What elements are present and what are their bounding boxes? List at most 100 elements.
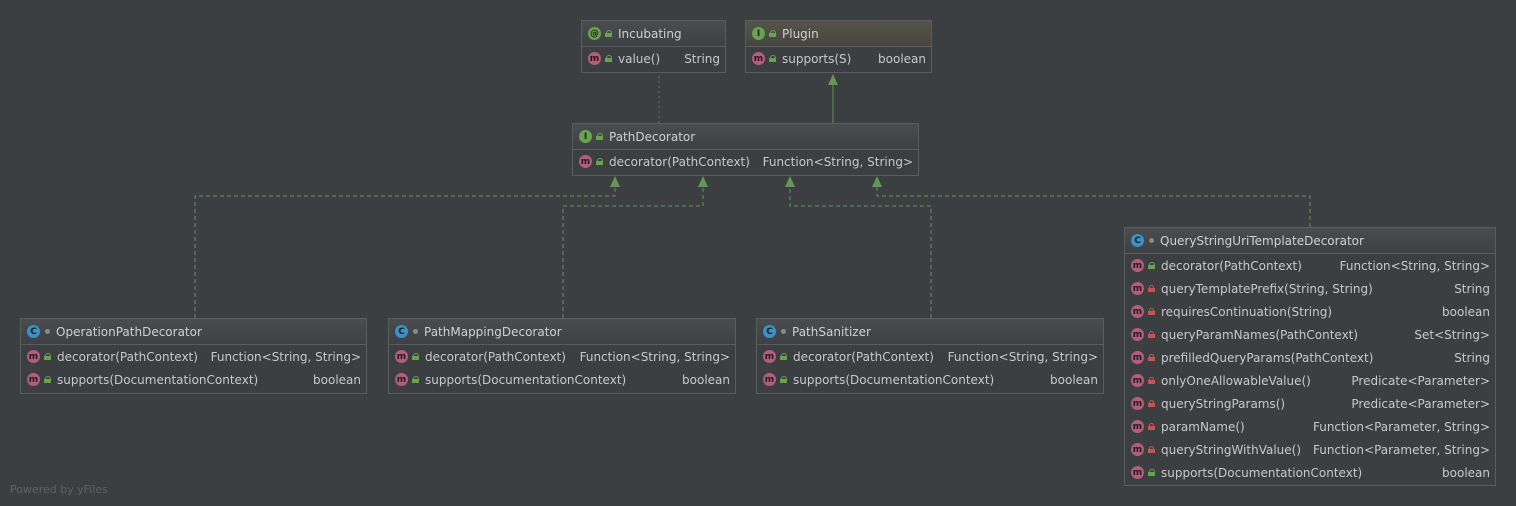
return-type: Predicate<Parameter> [1351, 396, 1490, 411]
arrowhead-plugin [828, 74, 838, 85]
package-private-icon [1149, 238, 1154, 243]
return-type: String [684, 51, 720, 66]
method-icon: m [395, 373, 408, 386]
method-signature: supports(DocumentationContext) [793, 372, 995, 387]
interface-icon: I [579, 130, 592, 143]
method-icon: m [395, 350, 408, 363]
method-icon: m [752, 52, 765, 65]
public-icon [769, 30, 776, 37]
edge-operationpathdecorator-pathdecorator [194, 186, 616, 318]
return-type: String [1454, 350, 1490, 365]
package-private-icon [413, 329, 418, 334]
private-icon [1148, 331, 1155, 338]
return-type: Function<Parameter, String> [1312, 419, 1490, 434]
method-signature: queryStringParams() [1161, 396, 1286, 411]
method-icon: m [588, 52, 601, 65]
class-icon: C [27, 325, 40, 338]
return-type: Function<String, String> [579, 349, 730, 364]
return-type: Predicate<Parameter> [1351, 373, 1490, 388]
member-row[interactable]: m decorator(PathContext) Function<String, … [389, 345, 735, 368]
yfiles-watermark: Powered by yFiles [10, 483, 108, 496]
method-icon: m [579, 155, 592, 168]
member-row[interactable]: m decorator(PathContext) Function<String, … [1125, 254, 1495, 277]
method-icon: m [1131, 259, 1144, 272]
node-querystringuritemplatedecorator[interactable]: C QueryStringUriTemplateDecorator m decorat… [1124, 227, 1496, 486]
return-type: boolean [1050, 372, 1098, 387]
interface-icon: I [752, 27, 765, 40]
return-type: Function<String, String> [210, 349, 361, 364]
method-signature: requiresContinuation(String) [1161, 304, 1333, 319]
method-signature: supports(S) [782, 51, 852, 66]
public-icon [605, 30, 612, 37]
edge-querystringuritemplatedecorator-pathdecorator [876, 186, 1311, 227]
node-title: QueryStringUriTemplateDecorator [1160, 233, 1364, 248]
method-signature: supports(DocumentationContext) [1161, 465, 1363, 480]
method-icon: m [1131, 466, 1144, 479]
return-type: String [1454, 281, 1490, 296]
method-signature: queryParamNames(PathContext) [1161, 327, 1359, 342]
method-signature: decorator(PathContext) [793, 349, 934, 364]
node-pathsanitizer[interactable]: C PathSanitizer m decorator(PathContext) Fun… [756, 318, 1104, 394]
node-header: @Incubating [582, 21, 725, 47]
method-signature: decorator(PathContext) [1161, 258, 1302, 273]
method-signature: paramName() [1161, 419, 1245, 434]
return-type: Function<String, String> [947, 349, 1098, 364]
public-icon [412, 376, 419, 383]
method-signature: decorator(PathContext) [609, 154, 750, 169]
method-signature: prefilledQueryParams(PathContext) [1161, 350, 1374, 365]
arrowhead-querystringuritemplatedecorator [872, 176, 882, 187]
return-type: Function<String, String> [762, 154, 913, 169]
method-icon: m [763, 350, 776, 363]
member-row[interactable]: m supports(DocumentationContext) boolean [1125, 461, 1495, 484]
class-icon: C [763, 325, 776, 338]
node-title: Incubating [618, 26, 682, 41]
method-signature: queryTemplatePrefix(String, String) [1161, 281, 1373, 296]
method-signature: decorator(PathContext) [425, 349, 566, 364]
private-icon [1148, 400, 1155, 407]
return-type: boolean [313, 372, 361, 387]
edge-pathsanitizer-pathdecorator [789, 186, 932, 318]
public-icon [596, 158, 603, 165]
method-signature: queryStringWithValue() [1161, 442, 1302, 457]
public-icon [605, 55, 612, 62]
edge-pathmappingdecorator-pathdecorator [562, 186, 704, 318]
node-title: PathSanitizer [792, 324, 871, 339]
member-row[interactable]: m decorator(PathContext) Function<String, … [573, 150, 918, 173]
public-icon [780, 376, 787, 383]
method-icon: m [1131, 443, 1144, 456]
public-icon [44, 376, 51, 383]
class-icon: C [1131, 234, 1144, 247]
return-type: Function<String, String> [1339, 258, 1490, 273]
public-icon [1148, 469, 1155, 476]
member-row[interactable]: m decorator(PathContext) Function<String, … [757, 345, 1103, 368]
public-icon [1148, 262, 1155, 269]
node-header: C PathSanitizer [757, 319, 1103, 345]
class-icon: C [395, 325, 408, 338]
arrowhead-operationpathdecorator [610, 176, 620, 187]
return-type: boolean [1442, 465, 1490, 480]
private-icon [1148, 446, 1155, 453]
public-icon [412, 353, 419, 360]
arrowhead-pathmappingdecorator [698, 176, 708, 187]
return-type: boolean [682, 372, 730, 387]
